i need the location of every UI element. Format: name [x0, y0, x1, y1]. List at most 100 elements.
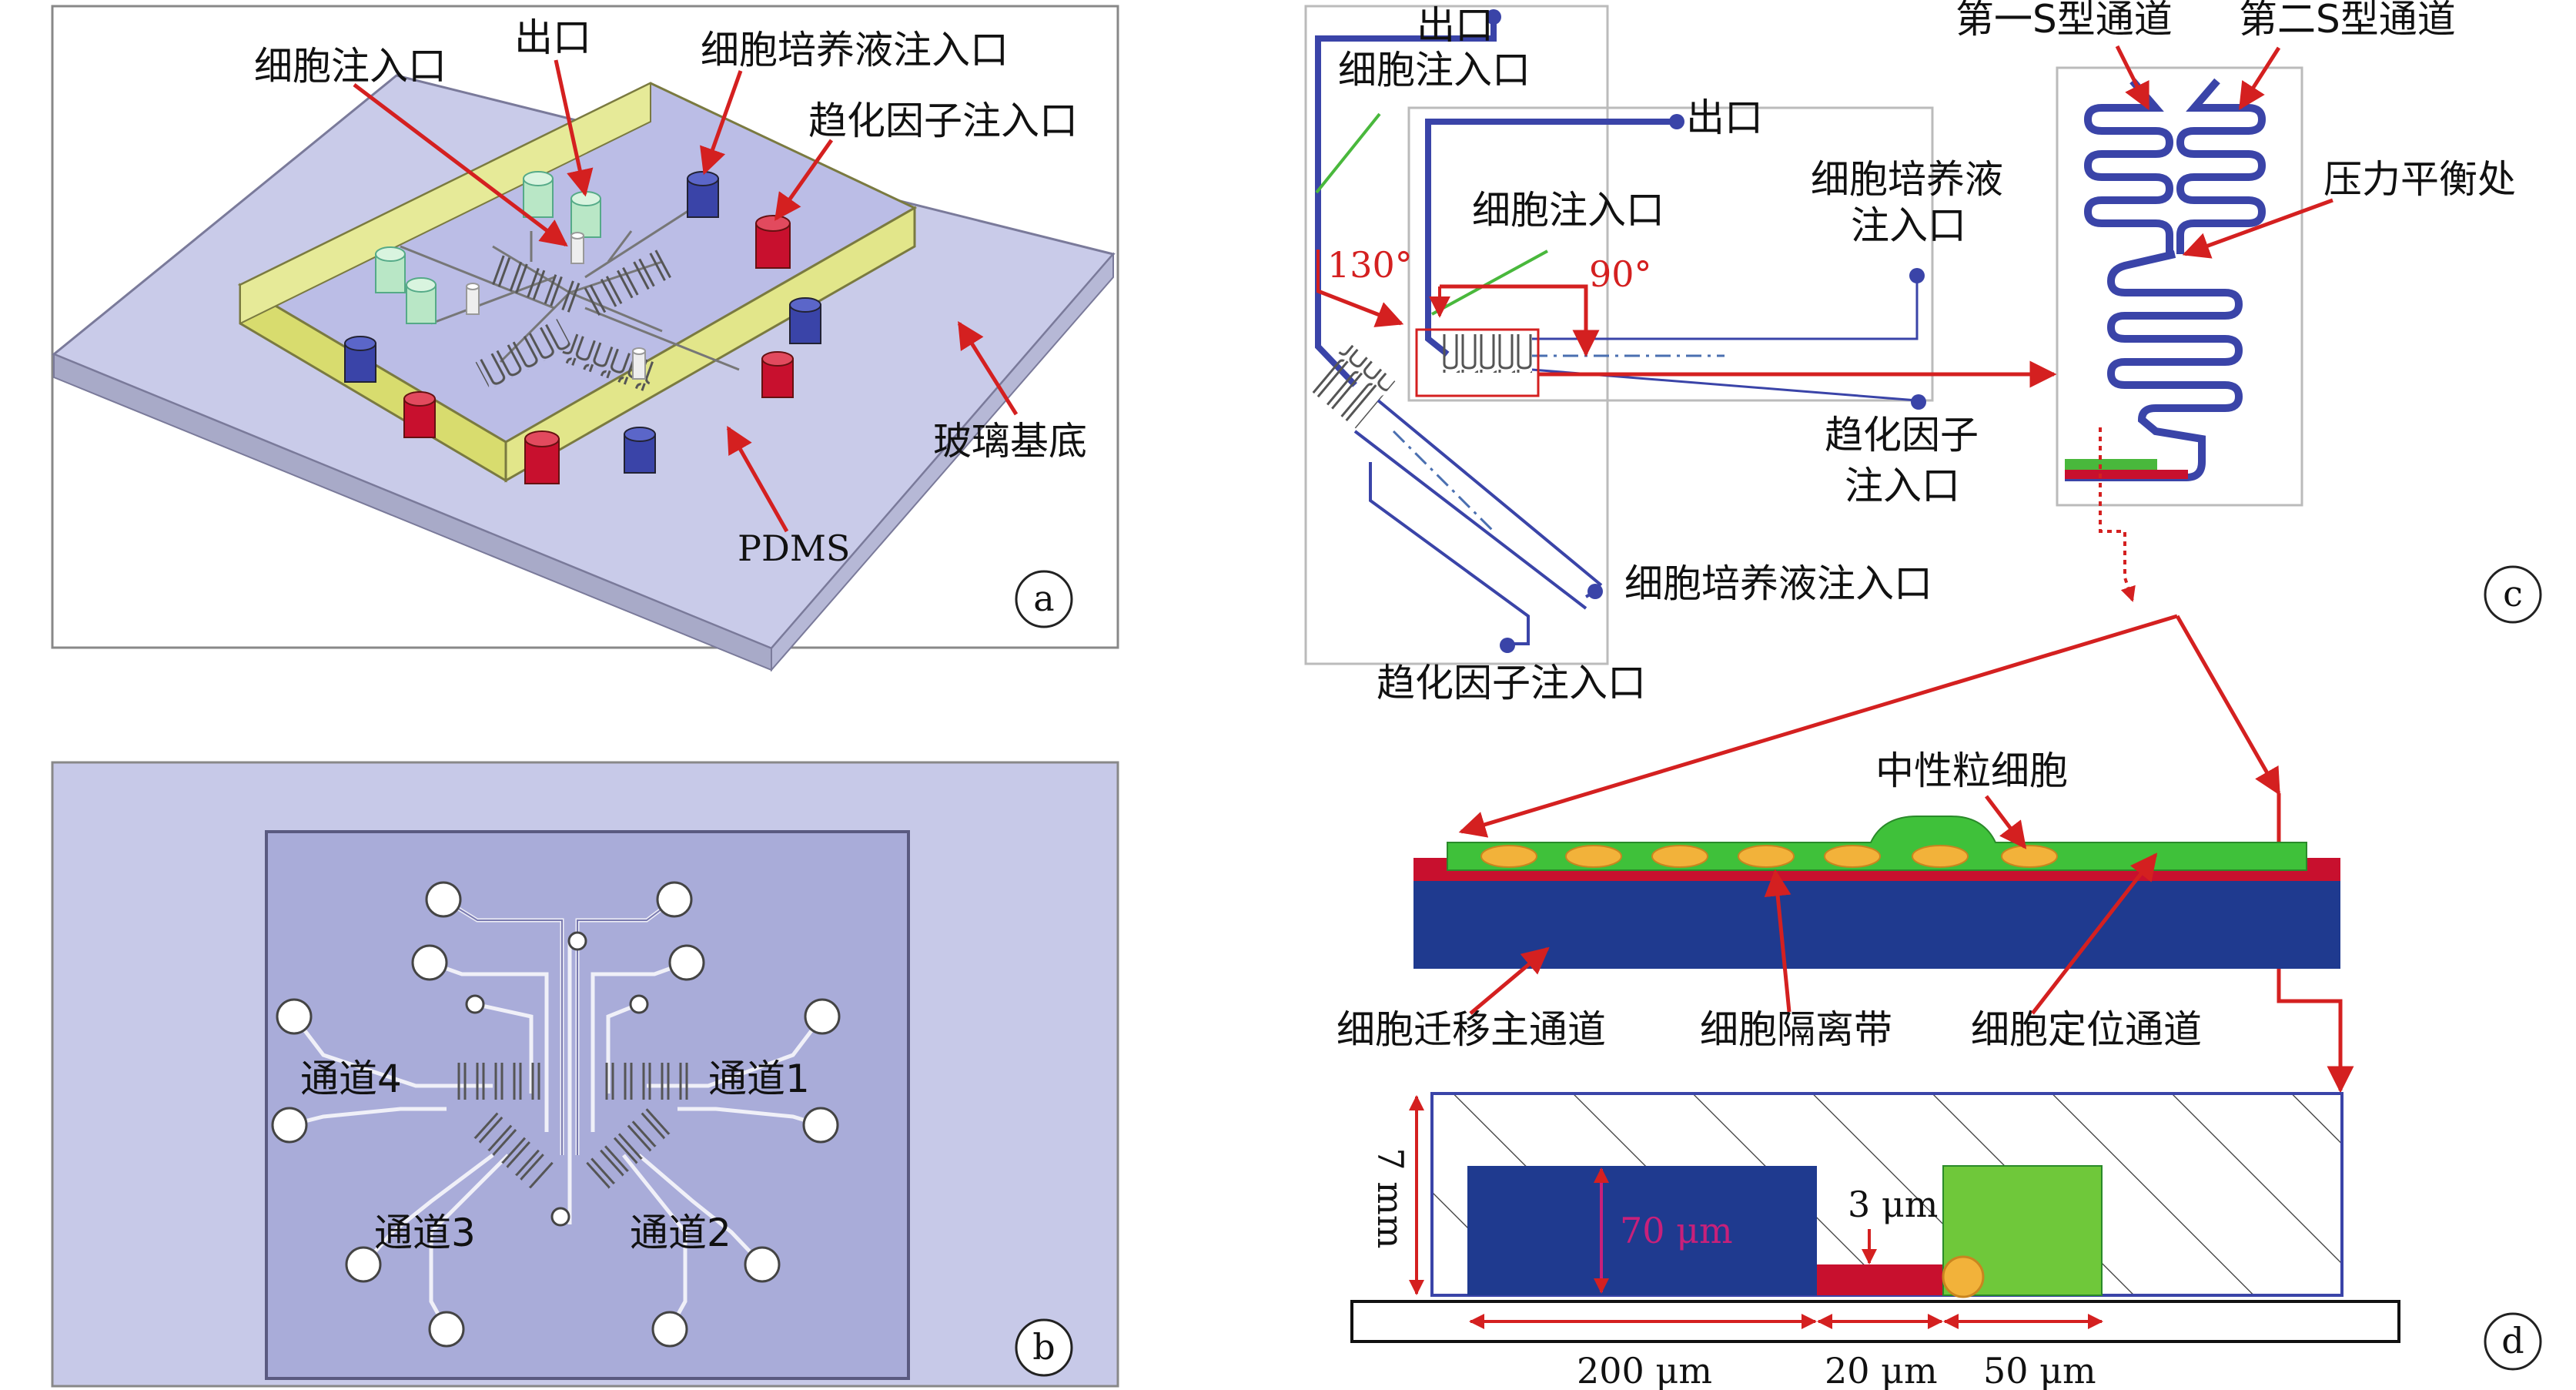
- zoom-box: [1415, 328, 1540, 397]
- arrow-to-profile-a: [2175, 615, 2281, 796]
- label-c-outlet-mid: 出口: [1686, 95, 1763, 140]
- design1-cell-line: [1315, 112, 1381, 194]
- panel-a-badge: [1015, 570, 1073, 628]
- design2-outlet: [1669, 114, 1684, 129]
- design2-channel: [1425, 119, 1677, 357]
- design2-medium-port: [1909, 268, 1925, 283]
- design-frame-1: [1304, 5, 1609, 665]
- label-chemo-inlet: 趋化因子注入口: [808, 99, 1078, 143]
- design1-axis: [1392, 430, 1495, 533]
- label-chemo-bottom: 趋化因子注入口: [1377, 661, 1646, 705]
- ds-red: [2065, 470, 2188, 479]
- label-ch4: 通道4: [300, 1057, 402, 1101]
- label-c-outlet-top: 出口: [1417, 3, 1494, 48]
- label-angle-130: 130°: [1327, 244, 1413, 286]
- chip-topview: [265, 830, 910, 1380]
- arrow-130: [1317, 289, 1404, 327]
- serpentine-4: [490, 254, 588, 316]
- design1-chemo-port: [1500, 638, 1515, 653]
- serp-ch2: [584, 1107, 671, 1191]
- panel-a: 细胞注入口 出口 细胞培养液注入口 趋化因子注入口 玻璃基底 PDMS a: [51, 5, 1119, 672]
- serpentine-1: [475, 319, 572, 390]
- white-well: [466, 283, 480, 315]
- blue-well: [789, 297, 821, 344]
- panel-c: 出口 细胞注入口 出口 细胞注入口 130° 90° 细胞培养液 注入口 趋化因…: [1304, 0, 2542, 705]
- label-chemo-c-l1: 趋化因子: [1825, 413, 1979, 457]
- design1-channel: [1315, 17, 1497, 387]
- arrow-pdms: [726, 425, 789, 533]
- design2-serpentine: [1441, 334, 1532, 373]
- profile-main: [1467, 1166, 1817, 1295]
- red-well: [755, 215, 791, 269]
- label-positioning: 细胞定位通道: [1971, 1007, 2202, 1052]
- label-angle-90: 90°: [1589, 253, 1652, 295]
- label-h70: 70 μm: [1620, 1210, 1733, 1251]
- pdms-right: [504, 206, 916, 483]
- profile-isolation: [1817, 1264, 1943, 1295]
- green-well: [523, 171, 554, 218]
- serpentine-2: [575, 250, 672, 320]
- design-frame-2: [1407, 106, 1934, 402]
- label-c-cell-mid: 细胞注入口: [1472, 188, 1664, 233]
- panel-a-label: a: [1033, 578, 1054, 619]
- arrow-s1: [2115, 45, 2150, 111]
- arrow-isolation: [1764, 869, 1791, 1013]
- arrow-balance: [2182, 198, 2333, 259]
- label-main-channel: 细胞迁移主通道: [1337, 1007, 1606, 1052]
- green-well: [406, 277, 437, 324]
- label-cell-inlet: 细胞注入口: [254, 44, 447, 89]
- panel-d-label: d: [2501, 1320, 2524, 1362]
- label-isolation: 细胞隔离带: [1700, 1007, 1892, 1052]
- panel-d: 中性粒细胞 细胞迁移主通道 细胞隔离带 细胞定位通道 70 μm 7 mm 3 …: [1337, 614, 2542, 1390]
- design-frame-3: [2056, 66, 2303, 507]
- label-w200: 200 μm: [1577, 1350, 1712, 1390]
- panel-d-badge: [2484, 1312, 2542, 1371]
- red-well: [761, 351, 794, 398]
- panel-c-badge: [2484, 565, 2542, 624]
- arrow-medium-inlet: [700, 70, 743, 176]
- label-chemo-c-l2: 注入口: [1845, 464, 1960, 508]
- arrow-glass: [957, 321, 1019, 416]
- chip-ports: [271, 881, 841, 1348]
- label-balance: 压力平衡处: [2323, 157, 2516, 202]
- label-height: 7 mm: [1370, 1147, 1411, 1248]
- label-neutrophil: 中性粒细胞: [1875, 749, 2068, 793]
- panel-c-label: c: [2503, 573, 2523, 615]
- neutrophil: [1912, 845, 1969, 868]
- white-well: [632, 347, 646, 380]
- arrow-neutrophil: [1985, 795, 2027, 849]
- white-well: [570, 232, 584, 264]
- label-medium-bottom: 细胞培养液注入口: [1624, 561, 1932, 606]
- profile-cell: [1942, 1255, 1985, 1298]
- arrow-chemo-inlet: [774, 139, 834, 221]
- neutrophil: [1651, 845, 1708, 868]
- neutrophil: [1565, 845, 1622, 868]
- arrow-main-channel: [1469, 946, 1550, 1015]
- label-glass: 玻璃基底: [933, 419, 1087, 464]
- design2-chemo-port: [1911, 394, 1926, 410]
- neutrophil: [1738, 845, 1795, 868]
- serp-ch1: [601, 1063, 693, 1100]
- neutrophil: [1480, 845, 1537, 868]
- double-serpentine: [2065, 78, 2267, 481]
- label-medium-inlet: 细胞培养液注入口: [701, 28, 1009, 72]
- panel-b-badge: [1015, 1318, 1073, 1377]
- red-well: [403, 391, 436, 438]
- label-medium-c-l2: 注入口: [1851, 203, 1966, 248]
- label-w50: 50 μm: [1983, 1350, 2096, 1390]
- arrow-to-cross-section: [1458, 614, 2178, 838]
- panel-a-frame: [51, 5, 1119, 649]
- label-ch2: 通道2: [630, 1211, 731, 1255]
- panel-b-label: b: [1032, 1326, 1055, 1368]
- panel-b: 通道4 通道1 通道3 通道2 b: [51, 761, 1119, 1388]
- label-medium-c-l1: 细胞培养液: [1811, 157, 2003, 202]
- design1-serpentine: [1308, 341, 1396, 429]
- green-well: [375, 246, 406, 293]
- reservoirs: [344, 171, 821, 484]
- design1-outlet: [1486, 9, 1501, 25]
- green-well: [570, 191, 601, 238]
- label-s2: 第二S型通道: [2239, 0, 2456, 42]
- label-outlet: 出口: [514, 15, 591, 60]
- design1-main: [1353, 399, 1603, 610]
- neutrophil: [2001, 845, 2058, 868]
